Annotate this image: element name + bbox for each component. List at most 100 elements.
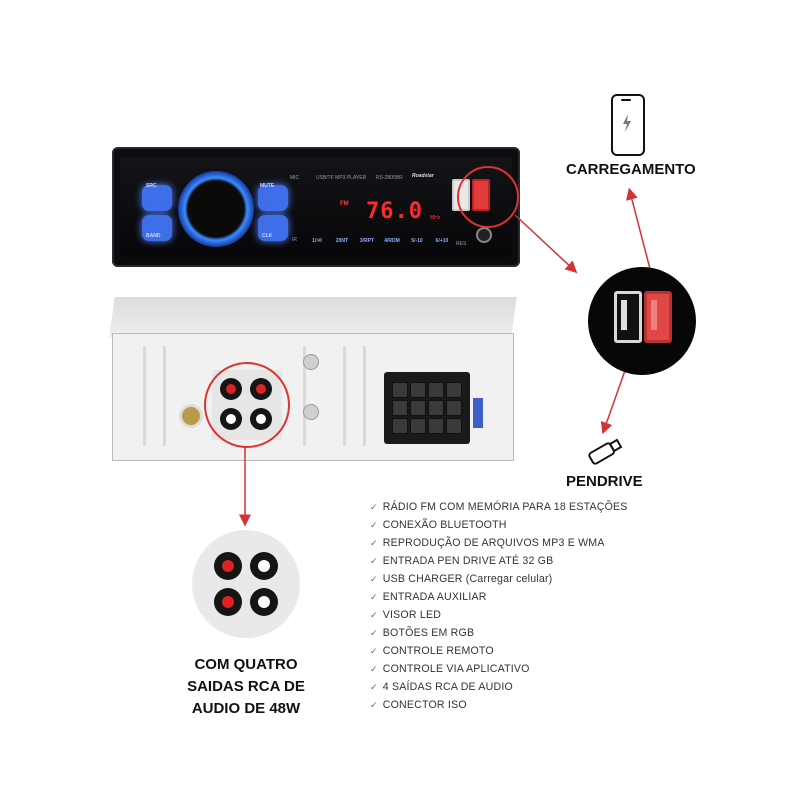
aux-jack[interactable]	[476, 227, 492, 243]
heat-fin	[143, 346, 146, 446]
pendrive-label: PENDRIVE	[566, 473, 643, 490]
smartphone-charging-icon	[611, 94, 645, 156]
heat-fin	[343, 346, 346, 446]
iso-pin	[410, 418, 426, 434]
iso-pin	[392, 382, 408, 398]
res-label: RES	[456, 241, 467, 247]
zoom-usb-data-port	[614, 291, 642, 343]
mic-label: MIC	[290, 175, 300, 181]
radio-front-panel: SRC BAND MUTE CLK MIC IR USB/TF MP3 PLAY…	[112, 147, 520, 267]
band-button[interactable]: BAND	[142, 215, 172, 241]
usb-highlight-circle	[457, 166, 519, 228]
feature-item: ✓ CONEXÃO BLUETOOTH	[370, 516, 670, 534]
feature-item: ✓ 4 SAÍDAS RCA DE AUDIO	[370, 678, 670, 696]
iso-pin	[428, 418, 444, 434]
feature-text: CONTROLE VIA APLICATIVO	[382, 663, 530, 675]
feature-text: ENTRADA PEN DRIVE ATÉ 32 GB	[382, 555, 554, 567]
feature-text: REPRODUÇÃO DE ARQUIVOS MP3 E WMA	[382, 537, 605, 549]
check-icon: ✓	[370, 682, 378, 692]
usb-ports-zoom	[588, 267, 696, 375]
check-icon: ✓	[370, 538, 378, 548]
zoom-rca-red	[214, 588, 242, 616]
preset-key-5[interactable]: 5/-10	[411, 238, 423, 244]
radio-front-face: SRC BAND MUTE CLK MIC IR USB/TF MP3 PLAY…	[120, 157, 512, 257]
volume-knob[interactable]	[178, 171, 254, 247]
iso-pin	[392, 400, 408, 416]
screw	[303, 404, 319, 420]
feature-text: VISOR LED	[382, 609, 442, 621]
check-icon: ✓	[370, 700, 378, 710]
feature-item: ✓ENTRADA PEN DRIVE ATÉ 32 GB	[370, 552, 670, 570]
feature-text: CONTROLE REMOTO	[382, 645, 494, 657]
iso-connector	[384, 372, 470, 444]
feature-list: ✓ RÁDIO FM COM MEMÓRIA PARA 18 ESTAÇÕES ✓…	[370, 498, 670, 714]
led-display: FM 76.0 MHz	[338, 193, 448, 231]
usb-tongue	[621, 300, 627, 330]
check-icon: ✓	[370, 520, 378, 530]
feature-item: ✓ CONTROLE VIA APLICATIVO	[370, 660, 670, 678]
feature-text: RÁDIO FM COM MEMÓRIA PARA 18 ESTAÇÕES	[382, 501, 628, 513]
player-type-label: USB/TF MP3 PLAYER	[316, 175, 367, 181]
heat-fin	[163, 346, 166, 446]
check-icon: ✓	[370, 574, 378, 584]
feature-item: ✓ ENTRADA AUXILIAR	[370, 588, 670, 606]
preset-key-1[interactable]: 1/>II	[312, 238, 322, 244]
zoom-rca-white	[250, 588, 278, 616]
feature-text: CONEXÃO BLUETOOTH	[382, 519, 507, 531]
iso-pin-grid	[392, 382, 462, 434]
iso-pin	[446, 382, 462, 398]
rca-zoom	[192, 530, 300, 638]
iso-pin	[428, 382, 444, 398]
frequency-readout: 76.0	[366, 199, 423, 224]
number-keys-row: 1/>II 2/INT 3/RPT 4/RDM 5/-10 6/+10	[306, 235, 456, 249]
iso-pin	[410, 382, 426, 398]
check-icon: ✓	[370, 610, 378, 620]
brand-logo: Roadstar	[412, 173, 434, 179]
mute-label: MUTE	[260, 183, 275, 189]
feature-item: ✓ VISOR LED	[370, 606, 670, 624]
clk-button[interactable]: CLK	[258, 215, 288, 241]
feature-text: 4 SAÍDAS RCA DE AUDIO	[382, 681, 513, 693]
ir-label: IR	[292, 237, 297, 243]
preset-key-2[interactable]: 2/INT	[335, 238, 349, 244]
usb-flash-drive-icon	[588, 438, 623, 465]
rca-caption: COM QUATRO SAIDAS RCA DE AUDIO DE 48W	[176, 654, 316, 720]
zoom-usb-charge-port	[644, 291, 672, 343]
feature-item: ✓ RÁDIO FM COM MEMÓRIA PARA 18 ESTAÇÕES	[370, 498, 670, 516]
preset-key-6[interactable]: 6/+10	[435, 238, 449, 244]
feature-item: ✓ REPRODUÇÃO DE ARQUIVOS MP3 E WMA	[370, 534, 670, 552]
feature-item: ✓BOTÕES EM RGB	[370, 624, 670, 642]
feature-text: USB CHARGER (Carregar celular)	[382, 573, 553, 585]
preset-key-4[interactable]: 4/RDM	[384, 238, 400, 244]
check-icon: ✓	[370, 592, 378, 602]
iso-pin	[428, 400, 444, 416]
usb-tongue	[651, 300, 657, 330]
rca-caption-line-2: SAIDAS RCA DE	[187, 678, 305, 695]
fuse	[473, 398, 483, 428]
check-icon: ✓	[370, 502, 378, 512]
rca-caption-line-3: AUDIO DE 48W	[191, 700, 301, 717]
band-label: BAND	[146, 233, 161, 239]
model-label: RS-2805BR	[376, 175, 403, 181]
feature-item: ✓ USB CHARGER (Carregar celular)	[370, 570, 670, 588]
iso-pin	[410, 400, 426, 416]
preset-key-3[interactable]: 3/RPT	[359, 238, 375, 244]
mute-button[interactable]: MUTE	[258, 183, 288, 211]
zoom-rca-white	[250, 552, 278, 580]
feature-text: ENTRADA AUXILIAR	[382, 591, 487, 603]
check-icon: ✓	[370, 628, 378, 638]
charging-label: CARREGAMENTO	[566, 161, 696, 178]
feature-item: ✓CONTROLE REMOTO	[370, 642, 670, 660]
rca-caption-line-1: COM QUATRO	[194, 656, 298, 673]
heat-fin	[363, 346, 366, 446]
check-icon: ✓	[370, 664, 378, 674]
src-button[interactable]: SRC	[142, 183, 172, 211]
arrow-to-usb-zoom	[514, 214, 578, 274]
feature-text: CONECTOR ISO	[382, 699, 467, 711]
frequency-unit: MHz	[430, 215, 441, 221]
rca-highlight-circle	[204, 362, 290, 448]
iso-pin	[446, 400, 462, 416]
arrow-to-pendrive	[600, 361, 629, 435]
zoom-rca-red	[214, 552, 242, 580]
feature-item: ✓ CONECTOR ISO	[370, 696, 670, 714]
